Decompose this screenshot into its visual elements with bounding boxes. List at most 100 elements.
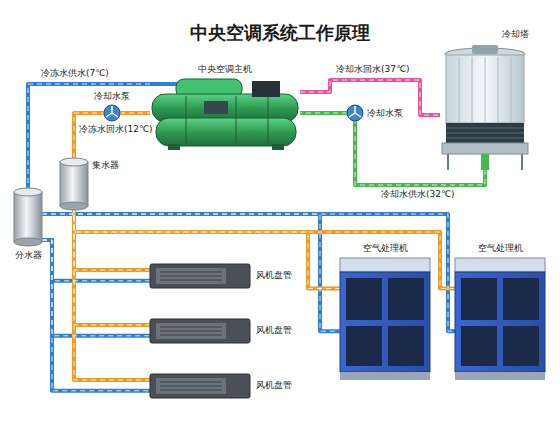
evaporator-shell bbox=[156, 118, 296, 146]
equipment-label: 分水器 bbox=[15, 250, 42, 261]
tower-louver bbox=[446, 138, 524, 139]
fan-coil-grille bbox=[156, 378, 226, 394]
grille-slats bbox=[160, 272, 222, 280]
diagram-title: 中央空调系统工作原理 bbox=[0, 22, 560, 44]
tower-rib bbox=[472, 57, 473, 122]
chiller-foot bbox=[272, 144, 284, 150]
pipe-highlight bbox=[74, 210, 150, 270]
shell-band bbox=[268, 96, 269, 144]
tower-fan bbox=[472, 45, 498, 54]
ahu-base bbox=[340, 372, 430, 380]
pipe-highlight bbox=[74, 210, 150, 325]
fan-coil-grille bbox=[156, 323, 226, 339]
ahu-panel bbox=[346, 278, 382, 320]
equipment-label: 冷却塔 bbox=[502, 29, 529, 40]
collector-cylinder bbox=[60, 162, 88, 206]
tower-leg bbox=[447, 154, 449, 170]
collector-cap bbox=[60, 158, 88, 166]
ahu-cabinet bbox=[455, 272, 545, 372]
distributor-cap bbox=[14, 188, 42, 196]
equipment-label: 风机盘管 bbox=[256, 325, 292, 336]
fan-coil-unit bbox=[150, 264, 250, 288]
control-box bbox=[204, 101, 228, 114]
pipe bbox=[74, 210, 150, 380]
ahu-panel bbox=[503, 326, 539, 366]
equipment-label: 集水器 bbox=[92, 160, 119, 171]
pipe-highlight bbox=[74, 113, 104, 158]
equipment-label: 风机盘管 bbox=[256, 380, 292, 391]
pipe-highlight bbox=[42, 240, 150, 336]
equipment-label: 冷却水泵 bbox=[94, 91, 130, 102]
chiller-foot bbox=[168, 144, 180, 150]
pipe-label: 冷却水回水(37℃) bbox=[335, 64, 411, 75]
cooling-tower-node: 冷却塔 bbox=[440, 45, 530, 170]
fan-coil-grille bbox=[156, 268, 226, 284]
ahu-panel bbox=[503, 278, 539, 320]
pipe bbox=[74, 210, 340, 289]
pipe bbox=[74, 210, 150, 325]
shell-band bbox=[236, 96, 237, 144]
pipe bbox=[74, 210, 150, 270]
tower-louver bbox=[446, 128, 524, 129]
pipe bbox=[42, 240, 150, 281]
fan-coil-node: 风机盘管 bbox=[150, 374, 250, 398]
pump-blades bbox=[106, 106, 118, 117]
tower-fill bbox=[446, 123, 524, 143]
tower-louver bbox=[446, 133, 524, 134]
ahu-panel bbox=[461, 278, 497, 320]
pipe-label: 冷冻水供水(7℃) bbox=[40, 68, 110, 79]
equipment-label: 风机盘管 bbox=[256, 270, 292, 281]
tower-leg bbox=[521, 154, 523, 170]
shell-band bbox=[186, 96, 187, 144]
tower-rib bbox=[485, 57, 486, 122]
pipe bbox=[28, 84, 150, 188]
control-box bbox=[252, 81, 280, 97]
pipe-highlight bbox=[300, 113, 347, 114]
equipment-label: 冷却水泵 bbox=[367, 108, 403, 119]
tower-rib bbox=[511, 57, 512, 122]
pipe bbox=[74, 113, 104, 158]
pump-symbol bbox=[347, 105, 363, 121]
pump-node: 冷却水泵 bbox=[347, 105, 363, 121]
pump-blades bbox=[349, 106, 361, 117]
pipe bbox=[42, 240, 150, 391]
collector-node: 集水器 bbox=[60, 158, 88, 210]
pump-symbol bbox=[104, 105, 120, 121]
distributor-cylinder bbox=[14, 192, 42, 242]
tower-basin bbox=[442, 143, 528, 154]
ahu-panel bbox=[461, 326, 497, 366]
distributor-cap bbox=[14, 238, 42, 246]
ahu-panel bbox=[388, 278, 424, 320]
chiller-node: 中央空调主机 bbox=[150, 78, 300, 150]
ahu-cabinet bbox=[340, 272, 430, 372]
distributor-node: 分水器 bbox=[14, 188, 42, 246]
equipment-label: 空气处理机 bbox=[478, 243, 523, 254]
pipe-label: 冷冻水回水(12℃) bbox=[78, 124, 154, 135]
pipe bbox=[300, 111, 347, 115]
pipe-stub bbox=[150, 82, 178, 86]
ahu-lid bbox=[340, 258, 430, 272]
pipe-label: 冷却水供水(32℃) bbox=[380, 189, 456, 200]
pipe-highlight bbox=[28, 84, 150, 188]
ahu-base bbox=[455, 372, 545, 380]
pipe bbox=[42, 240, 150, 336]
air-handler-node: 空气处理机 bbox=[455, 258, 545, 380]
pipe-highlight bbox=[42, 240, 150, 281]
fan-coil-unit bbox=[150, 319, 250, 343]
pipe-highlight bbox=[74, 210, 150, 380]
ahu-panel bbox=[388, 326, 424, 366]
fan-coil-node: 风机盘管 bbox=[150, 319, 250, 343]
tower-body bbox=[446, 55, 524, 123]
tower-rib bbox=[459, 57, 460, 122]
pipe-highlight bbox=[120, 113, 150, 114]
fan-coil-unit bbox=[150, 374, 250, 398]
ahu-lid bbox=[455, 258, 545, 272]
equipment-label: 空气处理机 bbox=[363, 243, 408, 254]
collector-cap bbox=[60, 202, 88, 210]
pipe bbox=[120, 111, 150, 115]
grille-slats bbox=[160, 382, 222, 390]
pipe-highlight bbox=[74, 210, 340, 289]
ahu-panel bbox=[346, 326, 382, 366]
tower-rib bbox=[498, 57, 499, 122]
pipe-stub bbox=[481, 154, 489, 170]
